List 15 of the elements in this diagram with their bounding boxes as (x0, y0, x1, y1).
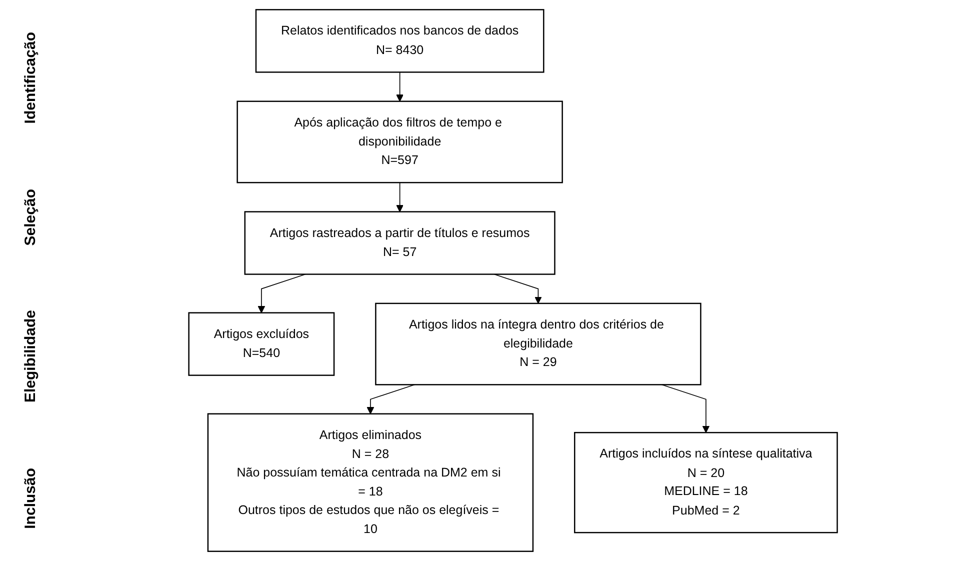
arrow (494, 274, 542, 304)
node-box: Após aplicação dos filtros de tempo e disponibilidade N=597 (236, 100, 563, 184)
node-box: Artigos excluídos N=540 (188, 312, 335, 376)
stage-label: Seleção (22, 188, 38, 246)
arrow (396, 72, 404, 102)
node-box: Relatos identificados nos bancos de dados N= 8430 (255, 9, 544, 73)
node-box: Artigos lidos na íntegra dentro dos critérios de elegibilidade N = 29 (375, 302, 702, 386)
node-box: Artigos eliminados N = 28 Não possuíam temática centrada na DM2 em si = 18 Outros tipos de estudos que não os elegíveis = 10 (207, 413, 534, 552)
arrow (396, 182, 404, 212)
node-box: Artigos incluídos na síntese qualitativa N = 20 MEDLINE = 18 PubMed = 2 (574, 432, 838, 534)
stage-label: Identificação (22, 32, 38, 124)
arrow (258, 274, 306, 314)
stage-label: Elegibilidade (22, 310, 38, 403)
stage-label: Inclusão (22, 468, 38, 529)
node-box: Artigos rastreados a partir de títulos e resumos N= 57 (244, 211, 556, 275)
